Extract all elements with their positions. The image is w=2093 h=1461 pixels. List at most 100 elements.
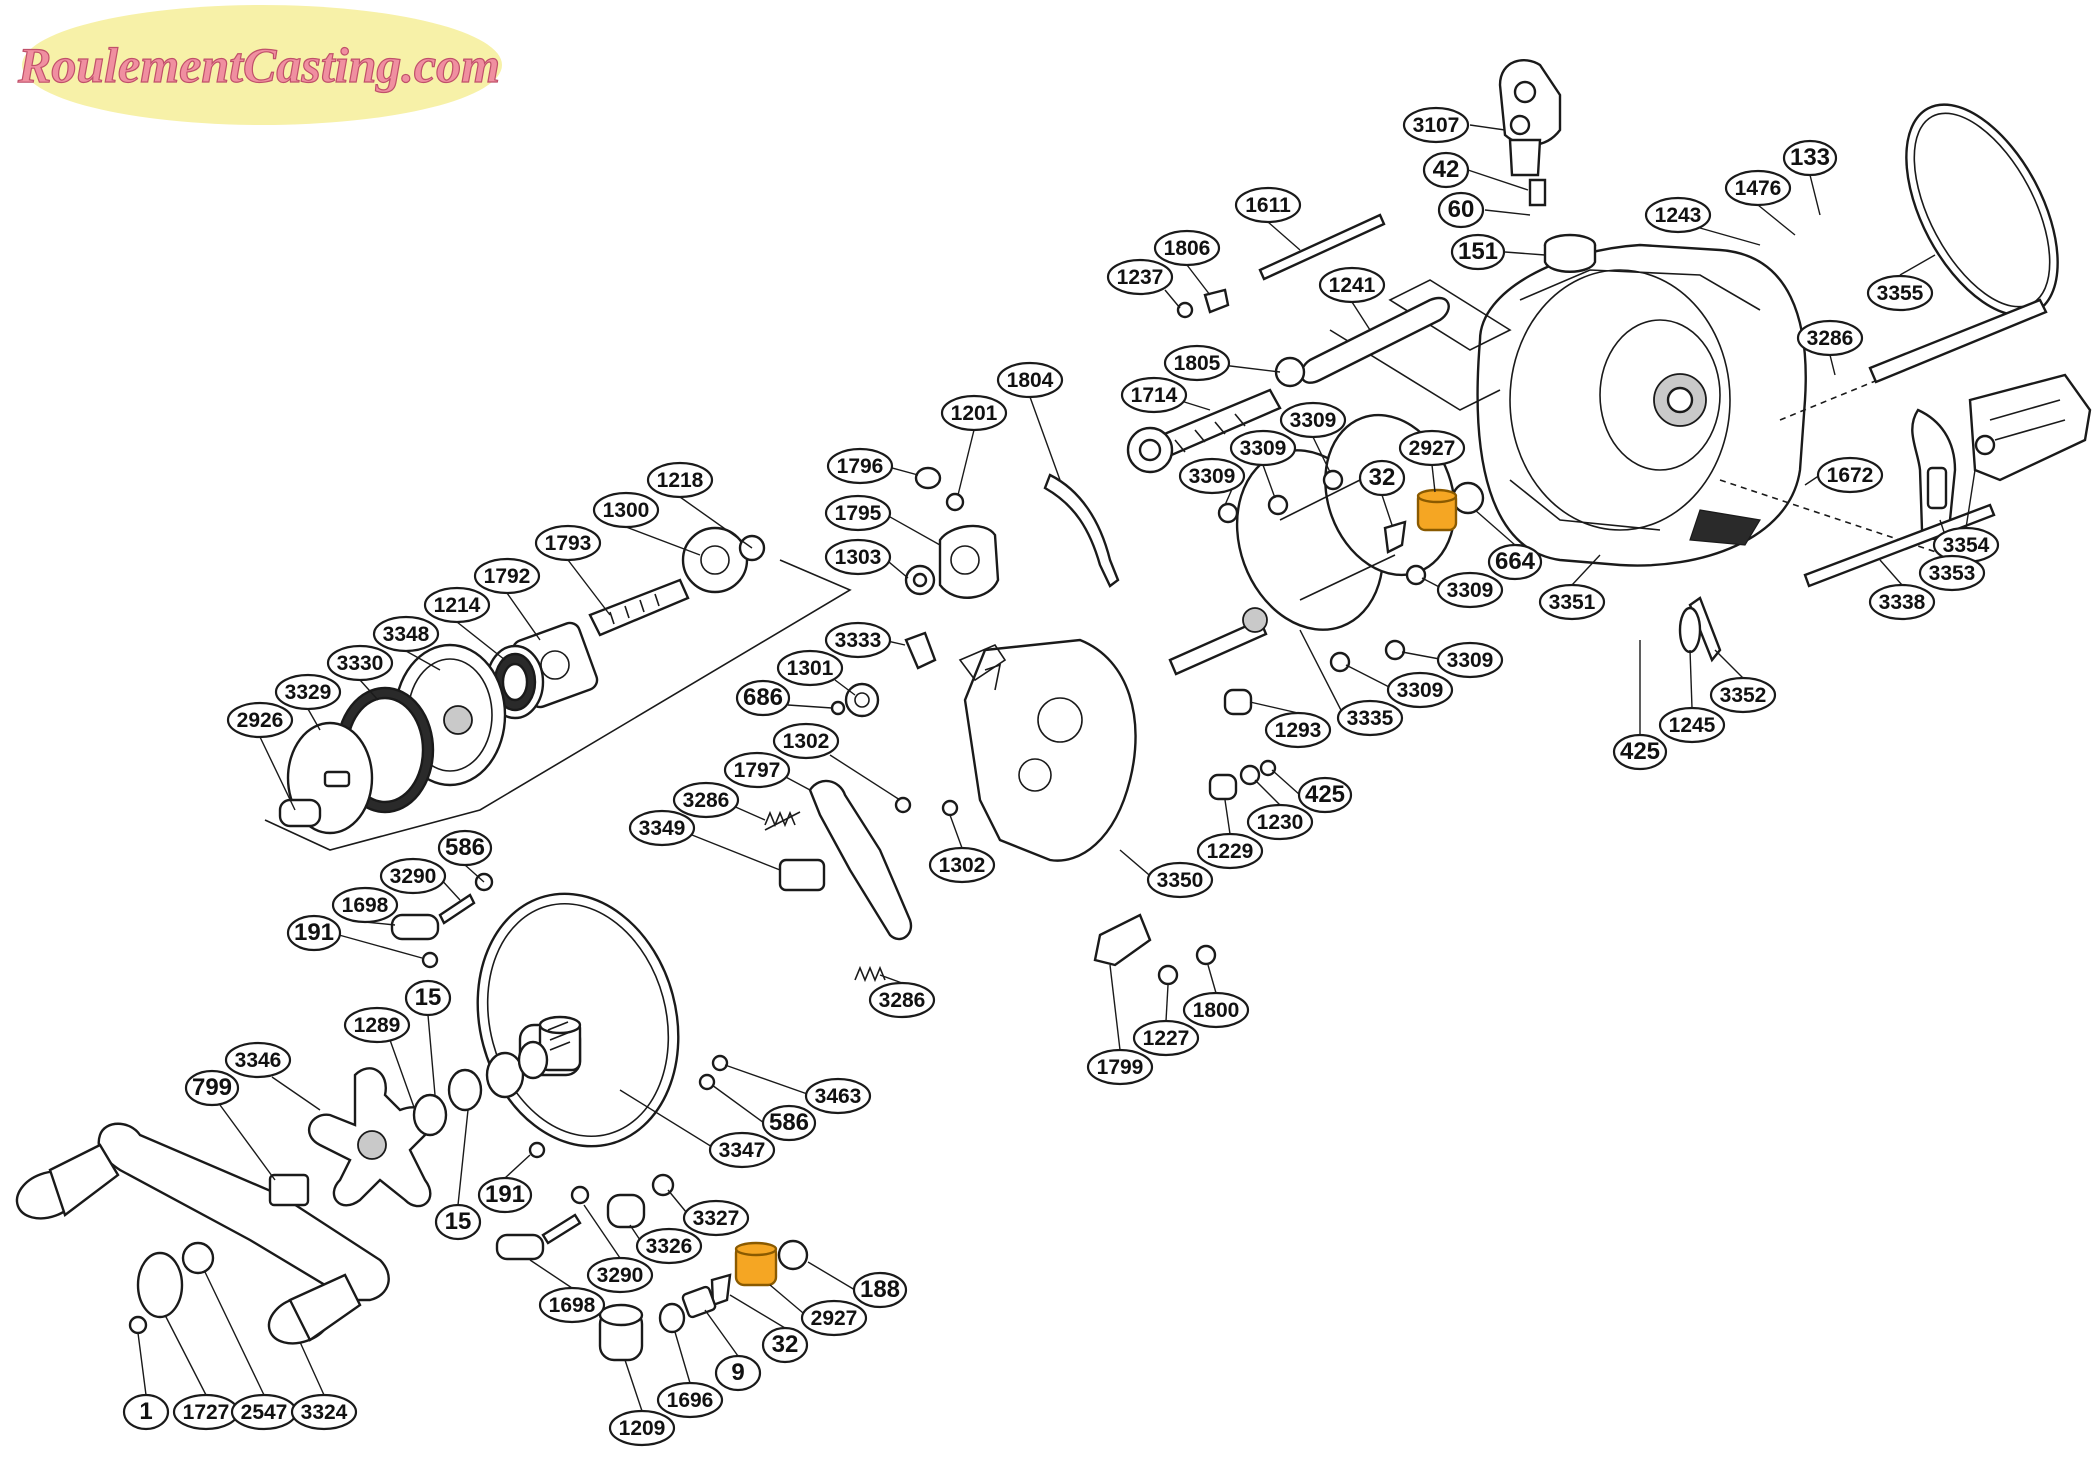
part-label: 425 xyxy=(1297,776,1353,814)
part-label-oval xyxy=(1279,401,1347,439)
knob-1698-low xyxy=(495,1233,545,1261)
part-label-oval xyxy=(761,1326,809,1364)
handle-arm xyxy=(15,1122,390,1345)
part-label: 188 xyxy=(852,1271,908,1309)
part-label-oval xyxy=(940,394,1008,432)
part-label-text: 2926 xyxy=(237,709,284,732)
part-label-text: 1237 xyxy=(1117,266,1164,289)
part-label-oval xyxy=(434,1203,482,1241)
part-label-text: 586 xyxy=(445,834,485,861)
part-label-oval xyxy=(1487,543,1543,581)
part-label-text: 1245 xyxy=(1669,714,1716,737)
part-label: 1289 xyxy=(343,1006,411,1044)
part-label: 15 xyxy=(434,1203,482,1241)
part-label-oval xyxy=(586,1256,654,1294)
part-label: 3335 xyxy=(1336,699,1404,737)
part-label-oval xyxy=(824,494,892,532)
part-label-text: 1727 xyxy=(183,1401,230,1424)
part-label: 32 xyxy=(761,1326,809,1364)
part-label: 42 xyxy=(1422,151,1470,189)
washer-586-low xyxy=(698,1073,716,1091)
screw-3309-c xyxy=(1217,502,1239,524)
part-label-oval xyxy=(534,524,602,562)
part-label-text: 1214 xyxy=(434,594,481,617)
part-label-text: 425 xyxy=(1620,738,1660,765)
part-label-text: 1698 xyxy=(342,894,389,917)
brand-logo: RoulementCasting.com xyxy=(16,5,502,125)
part-label: 1476 xyxy=(1724,169,1792,207)
bushing-1229 xyxy=(1208,773,1238,801)
part-label-oval xyxy=(1358,459,1406,497)
screw-1 xyxy=(128,1315,148,1335)
screw-3309-d xyxy=(1405,564,1427,586)
part-label-oval xyxy=(274,673,342,711)
part-label-oval xyxy=(1398,429,1466,467)
part-label-text: 1696 xyxy=(667,1389,714,1412)
part-label-text: 3347 xyxy=(719,1139,766,1162)
part-label-oval xyxy=(343,1006,411,1044)
highlighted-bearing-top xyxy=(1416,488,1458,532)
part-label: 1301 xyxy=(776,649,844,687)
part-label: 2927 xyxy=(800,1299,868,1337)
part-label: 1201 xyxy=(940,394,1008,432)
part-label-oval xyxy=(1612,733,1668,771)
part-label-oval xyxy=(761,1104,817,1142)
part-label: 686 xyxy=(735,679,791,717)
part-label-text: 1230 xyxy=(1257,811,1304,834)
part-label-oval xyxy=(928,846,996,884)
part-label: 3309 xyxy=(1178,457,1246,495)
part-label: 3350 xyxy=(1146,861,1214,899)
part-label-text: 664 xyxy=(1495,548,1536,575)
part-label: 1793 xyxy=(534,524,602,562)
part-label-oval xyxy=(635,1227,703,1265)
part-label-oval xyxy=(672,781,740,819)
part-label: 32 xyxy=(1358,459,1406,497)
part-label-text: 1241 xyxy=(1329,274,1376,297)
part-label-text: 133 xyxy=(1790,144,1830,171)
part-label-text: 3330 xyxy=(337,652,384,675)
part-label: 3327 xyxy=(682,1199,750,1237)
part-label: 1796 xyxy=(826,447,894,485)
part-label: 133 xyxy=(1782,139,1838,177)
rod-part xyxy=(1803,503,1996,588)
part-label-text: 1218 xyxy=(657,469,704,492)
part-label: 15 xyxy=(404,979,452,1017)
part-label-text: 1201 xyxy=(951,402,998,425)
part-label: 3349 xyxy=(628,809,696,847)
part-label-oval xyxy=(682,1199,750,1237)
part-label-oval xyxy=(1644,196,1712,234)
part-label-text: 3326 xyxy=(646,1235,693,1258)
part-label: 1243 xyxy=(1644,196,1712,234)
part-label: 2547 xyxy=(230,1393,298,1431)
part-label-oval xyxy=(226,701,294,739)
screw-191-top xyxy=(421,951,439,969)
part-label-oval xyxy=(1086,1048,1154,1086)
part-label-text: 3335 xyxy=(1347,707,1394,730)
part-label: 151 xyxy=(1450,233,1506,271)
part-label: 1209 xyxy=(608,1409,676,1447)
part-label-oval xyxy=(290,1393,358,1431)
part-label-text: 3107 xyxy=(1413,114,1460,137)
part-label-oval xyxy=(404,979,452,1017)
part-label-text: 1302 xyxy=(783,730,830,753)
part-label: 1805 xyxy=(1163,344,1231,382)
part-label: 3107 xyxy=(1402,106,1470,144)
part-label-oval xyxy=(1120,376,1188,414)
part-label-text: 1303 xyxy=(835,546,882,569)
part-label-oval xyxy=(1866,274,1934,312)
part-label-text: 1792 xyxy=(484,565,531,588)
part-label: 191 xyxy=(286,914,342,952)
part-label: 1241 xyxy=(1318,266,1386,304)
part-label-oval xyxy=(1178,457,1246,495)
part-label: 1230 xyxy=(1246,803,1314,841)
part-label-text: 3286 xyxy=(683,789,730,812)
part-label: 1795 xyxy=(824,494,892,532)
part-label-text: 3352 xyxy=(1720,684,1767,707)
part-label-oval xyxy=(772,722,840,760)
part-label-text: 60 xyxy=(1448,196,1475,223)
part-label-text: 32 xyxy=(1369,464,1396,491)
part-label-oval xyxy=(1868,583,1936,621)
part-label-text: 3355 xyxy=(1877,282,1924,305)
side-wire-loop xyxy=(1868,103,2059,384)
part-label-text: 3338 xyxy=(1879,591,1926,614)
